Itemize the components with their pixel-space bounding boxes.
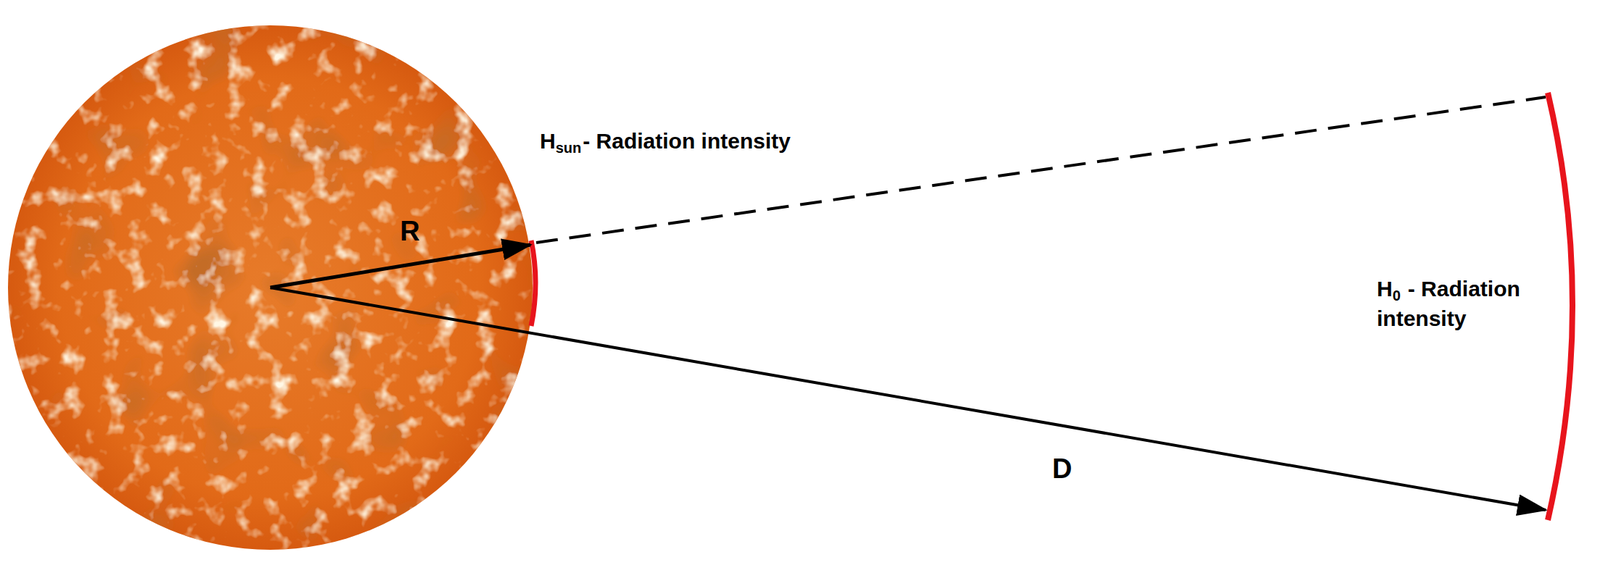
distance-arrow	[270, 287, 1546, 511]
subscript-text: 0	[1392, 287, 1401, 304]
label-text: R	[400, 215, 420, 247]
radius-arrow	[270, 244, 531, 288]
far-arc	[1547, 92, 1573, 521]
label-text: - Radiation intensity	[1376, 276, 1521, 331]
dashed-ray	[536, 97, 1546, 243]
label-text: D	[1052, 453, 1072, 485]
label-text: H	[1376, 276, 1393, 301]
subscript-text: sun	[555, 139, 582, 156]
label-text: - Radiation intensity	[582, 128, 791, 153]
sun-intensity-label: Hsun- Radiation intensity	[539, 127, 791, 158]
radius-label: R	[400, 214, 420, 250]
surface-arc	[531, 240, 536, 327]
sun-texture	[0, 14, 537, 565]
earth-intensity-label: H0- Radiation intensity	[1376, 275, 1551, 333]
distance-label: D	[1052, 452, 1072, 487]
label-text: H	[539, 128, 556, 153]
